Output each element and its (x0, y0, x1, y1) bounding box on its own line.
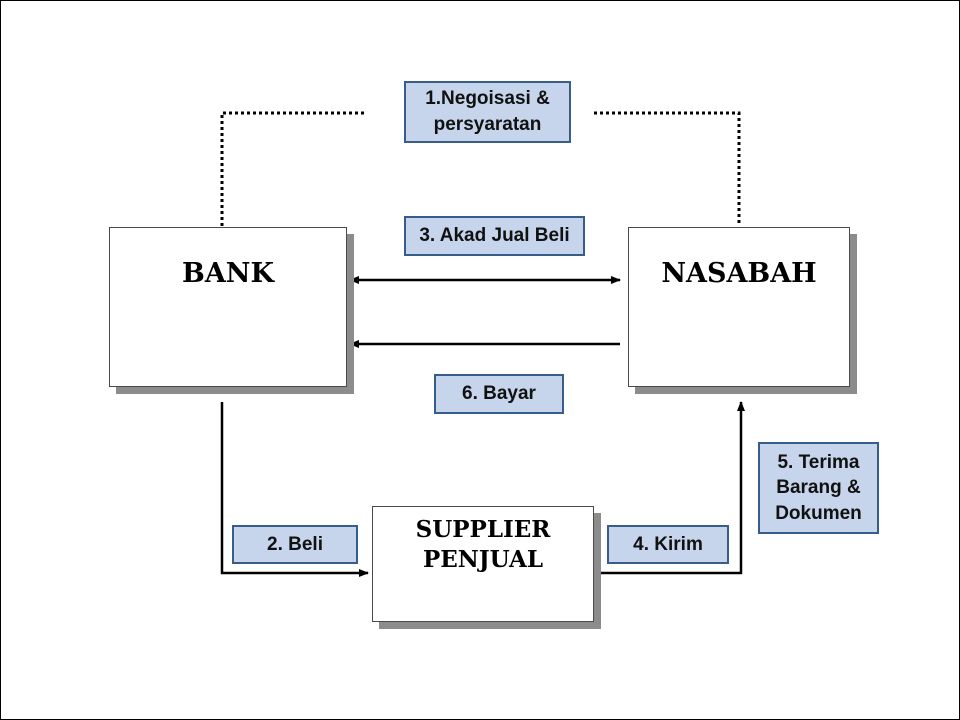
step-buy-label: 2. Beli (232, 525, 358, 564)
supplier-title-line1: SUPPLIER (415, 516, 551, 543)
nasabah-box: NASABAH (628, 227, 850, 387)
negotiation-connector-left (220, 111, 366, 226)
step-ship-label: 4. Kirim (607, 525, 729, 564)
step-contract-label: 3. Akad Jual Beli (404, 216, 585, 256)
step-receive-label: 5. Terima Barang & Dokumen (758, 442, 879, 534)
nasabah-title: NASABAH (661, 258, 817, 289)
step-negotiation-label: 1.Negoisasi & persyaratan (404, 81, 571, 143)
step-pay-label: 6. Bayar (434, 374, 564, 414)
supplier-title-line2: PENJUAL (422, 546, 544, 573)
buy-arrow (220, 402, 369, 577)
ship-arrow (596, 401, 745, 575)
bank-title: BANK (182, 258, 274, 289)
negotiation-connector-right (594, 111, 741, 226)
supplier-box: SUPPLIER PENJUAL (372, 506, 594, 622)
bank-box: BANK (109, 227, 347, 387)
